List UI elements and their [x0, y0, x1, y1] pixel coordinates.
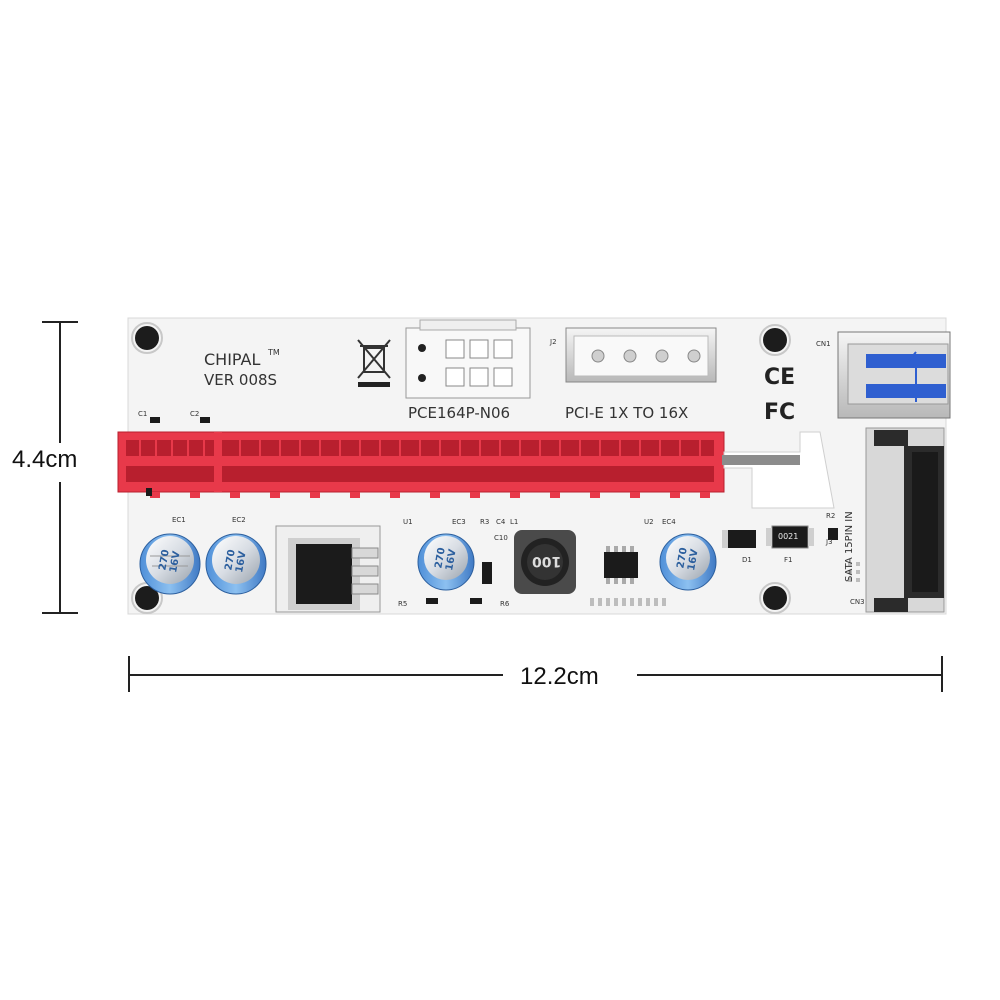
usb3-port: [837, 331, 951, 419]
height-dim-line-upper: [59, 321, 61, 443]
ic-u2: [604, 546, 638, 584]
label-d1: D1: [742, 556, 752, 564]
width-dim-label: 12.2cm: [520, 663, 599, 690]
label-j3: J3: [826, 538, 833, 546]
sata-label: SATA 15PIN IN: [844, 511, 855, 582]
label-j2: J2: [550, 338, 557, 346]
adapter-label: PCI-E 1X TO 16X: [565, 404, 689, 422]
capacitor-ec1: [139, 533, 201, 595]
label-l1: L1: [510, 518, 519, 526]
label-f1: F1: [784, 556, 793, 564]
slot-latch: [722, 431, 835, 509]
brand-label: CHIPAL: [204, 350, 261, 369]
label-r6: R6: [500, 600, 510, 608]
label-u2: U2: [644, 518, 654, 526]
inductor-l1: [514, 530, 576, 594]
label-c1: C1: [138, 410, 148, 418]
capacitor-ec4: [659, 533, 717, 591]
label-u1: U1: [403, 518, 413, 526]
fuse-marking: 0021: [778, 532, 799, 541]
molex-4pin-connector: [565, 327, 717, 383]
height-dim-label: 4.4cm: [12, 446, 78, 473]
power-connector-label: PCE164P-N06: [408, 404, 511, 422]
ce-mark: CE: [764, 365, 796, 390]
pcie-x16-slot: [117, 431, 725, 498]
version-label: VER 008S: [204, 371, 278, 389]
mounting-holes: [131, 322, 791, 614]
label-r5: R5: [398, 600, 408, 608]
width-dim-right-tick: [941, 656, 943, 692]
capacitor-ec3: [417, 533, 475, 591]
voltage-regulator: [275, 525, 381, 613]
width-dim-line-left: [128, 674, 503, 676]
height-dim-line-lower: [59, 482, 61, 613]
label-c10: C10: [494, 534, 508, 542]
label-c4: C4: [496, 518, 506, 526]
height-dim-bottom-tick: [42, 612, 78, 614]
label-c2: C2: [190, 410, 200, 418]
label-ec2: EC2: [232, 516, 246, 524]
pad-grid: [590, 562, 860, 606]
label-ec1: EC1: [172, 516, 186, 524]
weee-bin-symbol: [357, 339, 391, 379]
fuse-f1: [766, 525, 814, 549]
trademark-label: TM: [268, 348, 280, 357]
small-resistors: [146, 417, 838, 604]
label-r3: R3: [480, 518, 490, 526]
label-cn3: CN3: [850, 598, 865, 606]
pcie-6pin-power-connector: [405, 319, 531, 399]
label-r2: R2: [826, 512, 836, 520]
inductor-marking: 100: [532, 553, 562, 569]
sata-power-connector: [865, 427, 945, 613]
diode-d1: [722, 530, 756, 548]
label-cn1: CN1: [816, 340, 831, 348]
label-ec4: EC4: [662, 518, 676, 526]
capacitor-ec2: [205, 533, 267, 595]
label-ec3: EC3: [452, 518, 466, 526]
fcc-mark: FC: [764, 400, 796, 425]
width-dim-line-right: [637, 674, 943, 676]
